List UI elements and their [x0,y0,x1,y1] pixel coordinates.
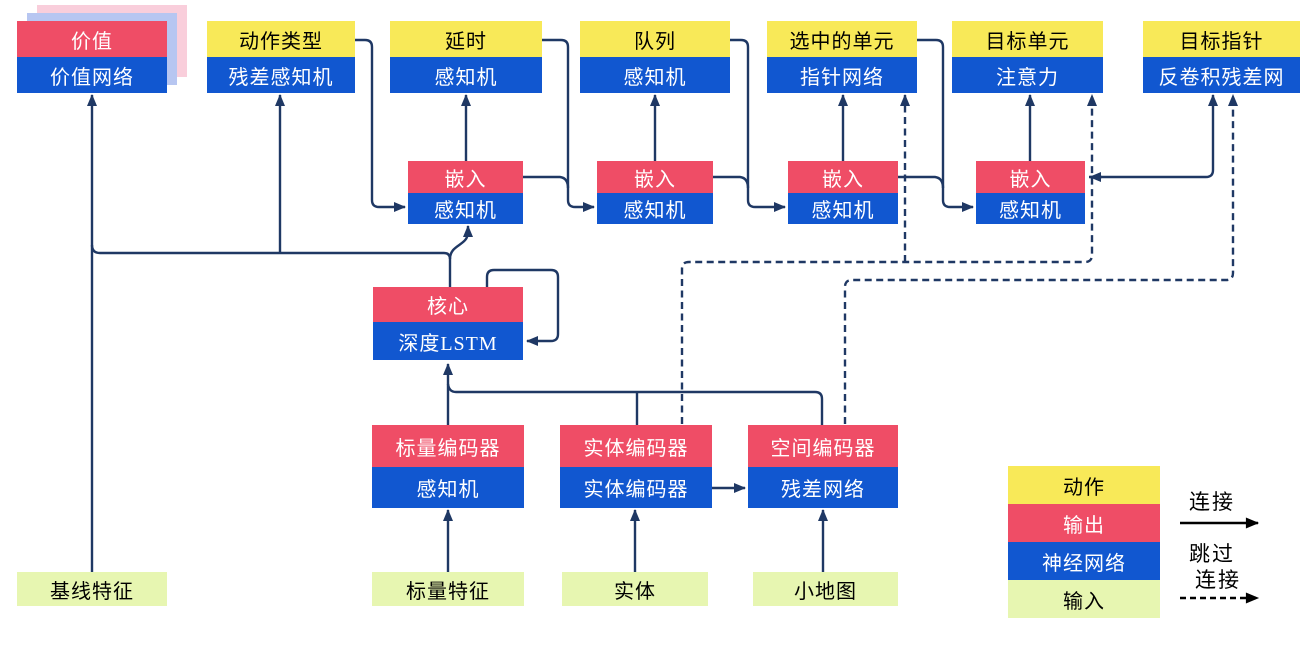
edge-core-output-trunk [90,244,452,287]
edge-encoder-merge-horizontal [446,383,824,425]
embedding1-label: 嵌入 [408,161,523,193]
embedding2-network-label: 感知机 [597,193,713,224]
embedding3-network-label: 感知机 [788,193,898,224]
value-network-label: 价值网络 [17,57,167,93]
embedding4-label: 嵌入 [976,161,1085,193]
scalar-encoder-network-label: 感知机 [372,467,524,508]
node-target-unit: 目标单元 注意力 [952,21,1103,93]
delay-network-label: 感知机 [390,57,542,93]
action-type-label: 动作类型 [207,21,355,57]
node-spatial-encoder: 空间编码器 残差网络 [748,425,898,508]
core-lstm-label: 深度LSTM [373,322,523,360]
legend-skip-label-line1: 跳过 [1189,542,1235,566]
edge-queued-to-embedding3 [730,38,786,212]
scalar-encoder-label: 标量编码器 [372,425,524,467]
node-embedding1: 嵌入 感知机 [408,161,523,224]
node-target-point: 目标指针 反卷积残差网 [1143,21,1300,93]
edge-action-type-to-embedding1 [355,38,406,212]
legend-skip-label-line2: 连接 [1195,568,1241,592]
node-entities: 实体 [562,572,708,606]
action-type-network-label: 残差感知机 [207,57,355,93]
spatial-encoder-network-label: 残差网络 [748,467,898,508]
embedding1-network-label: 感知机 [408,193,523,224]
node-embedding4: 嵌入 感知机 [976,161,1085,224]
legend-output: 输出 [1008,504,1160,542]
spatial-encoder-label: 空间编码器 [748,425,898,467]
value-output-label: 价值 [17,21,167,57]
node-embedding3: 嵌入 感知机 [788,161,898,224]
node-embedding2: 嵌入 感知机 [597,161,713,224]
node-scalar-features: 标量特征 [372,572,524,606]
edge-embedding1-lateral [523,175,570,189]
node-entity-encoder: 实体编码器 实体编码器 [560,425,712,508]
node-baseline-features: 基线特征 [17,572,167,606]
skip-spatial-to-target-point [843,94,1238,424]
target-point-network-label: 反卷积残差网 [1143,57,1300,93]
node-queued: 队列 感知机 [580,21,730,93]
edge-selected-to-embedding4 [917,38,974,212]
node-core: 核心 深度LSTM [373,287,523,360]
target-point-label: 目标指针 [1143,21,1300,57]
node-minimap: 小地图 [753,572,898,606]
edge-embedding3-lateral [898,175,945,189]
legend-solid-connection-label: 连接 [1189,490,1235,514]
delay-label: 延时 [390,21,542,57]
selected-units-label: 选中的单元 [767,21,917,57]
node-scalar-encoder: 标量编码器 感知机 [372,425,524,508]
queued-network-label: 感知机 [580,57,730,93]
legend: 动作 输出 神经网络 输入 [1008,466,1160,618]
node-selected-units: 选中的单元 指针网络 [767,21,917,93]
entity-encoder-network-label: 实体编码器 [560,467,712,508]
selected-units-network-label: 指针网络 [767,57,917,93]
legend-network: 神经网络 [1008,542,1160,580]
edge-core-recurrent-loop [485,268,560,346]
embedding4-network-label: 感知机 [976,193,1085,224]
core-label: 核心 [373,287,523,322]
target-unit-label: 目标单元 [952,21,1103,57]
node-value: 价值 价值网络 [17,21,167,93]
queued-label: 队列 [580,21,730,57]
entity-encoder-label: 实体编码器 [560,425,712,467]
embedding3-label: 嵌入 [788,161,898,193]
edge-core-to-embedding1 [448,225,473,260]
node-delay: 延时 感知机 [390,21,542,93]
edge-embedding4-to-target-point [1089,94,1218,179]
node-action-type: 动作类型 残差感知机 [207,21,355,93]
legend-input: 输入 [1008,580,1160,618]
target-unit-network-label: 注意力 [952,57,1103,93]
embedding2-label: 嵌入 [597,161,713,193]
edge-embedding2-lateral [713,175,750,189]
edge-delay-to-embedding2 [542,38,595,212]
legend-action: 动作 [1008,466,1160,504]
